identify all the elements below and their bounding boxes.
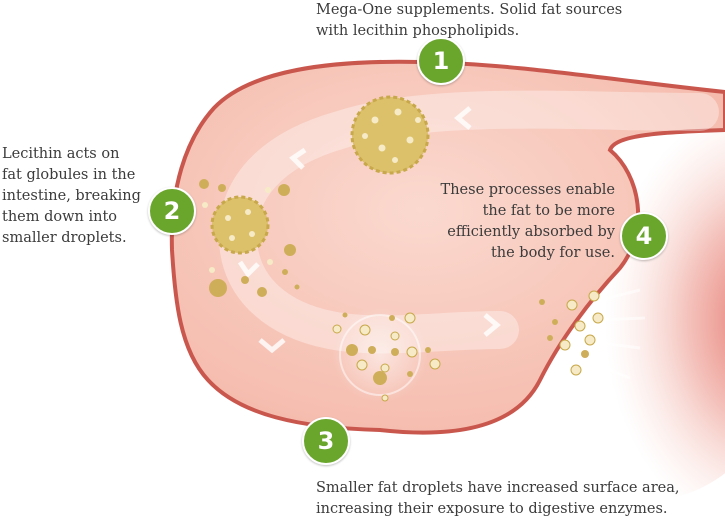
flow-arrow [237,260,260,278]
step-4-badge: 4 [620,212,668,260]
fat-droplets-absorbed [539,290,604,376]
step-1-badge: 1 [417,37,465,85]
step-1-caption: Mega-One supplements. Solid fat sources … [316,2,623,39]
step-3-badge: 3 [302,417,350,465]
fat-globule-large [350,95,430,175]
villi [579,288,646,407]
fat-droplets-small [332,307,441,403]
flow-arrow [289,147,307,170]
flow-arrow [483,313,501,337]
step-2-caption: Lecithin acts on fat globules in the int… [2,146,141,246]
flow-arrow [454,106,472,130]
step-4-caption: These processes enable the fat to be mor… [440,182,615,261]
step-3-caption: Smaller fat droplets have increased surf… [316,480,680,517]
flow-arrow [258,338,286,354]
fat-globule-breaking [199,179,300,297]
step-2-badge: 2 [148,187,196,235]
